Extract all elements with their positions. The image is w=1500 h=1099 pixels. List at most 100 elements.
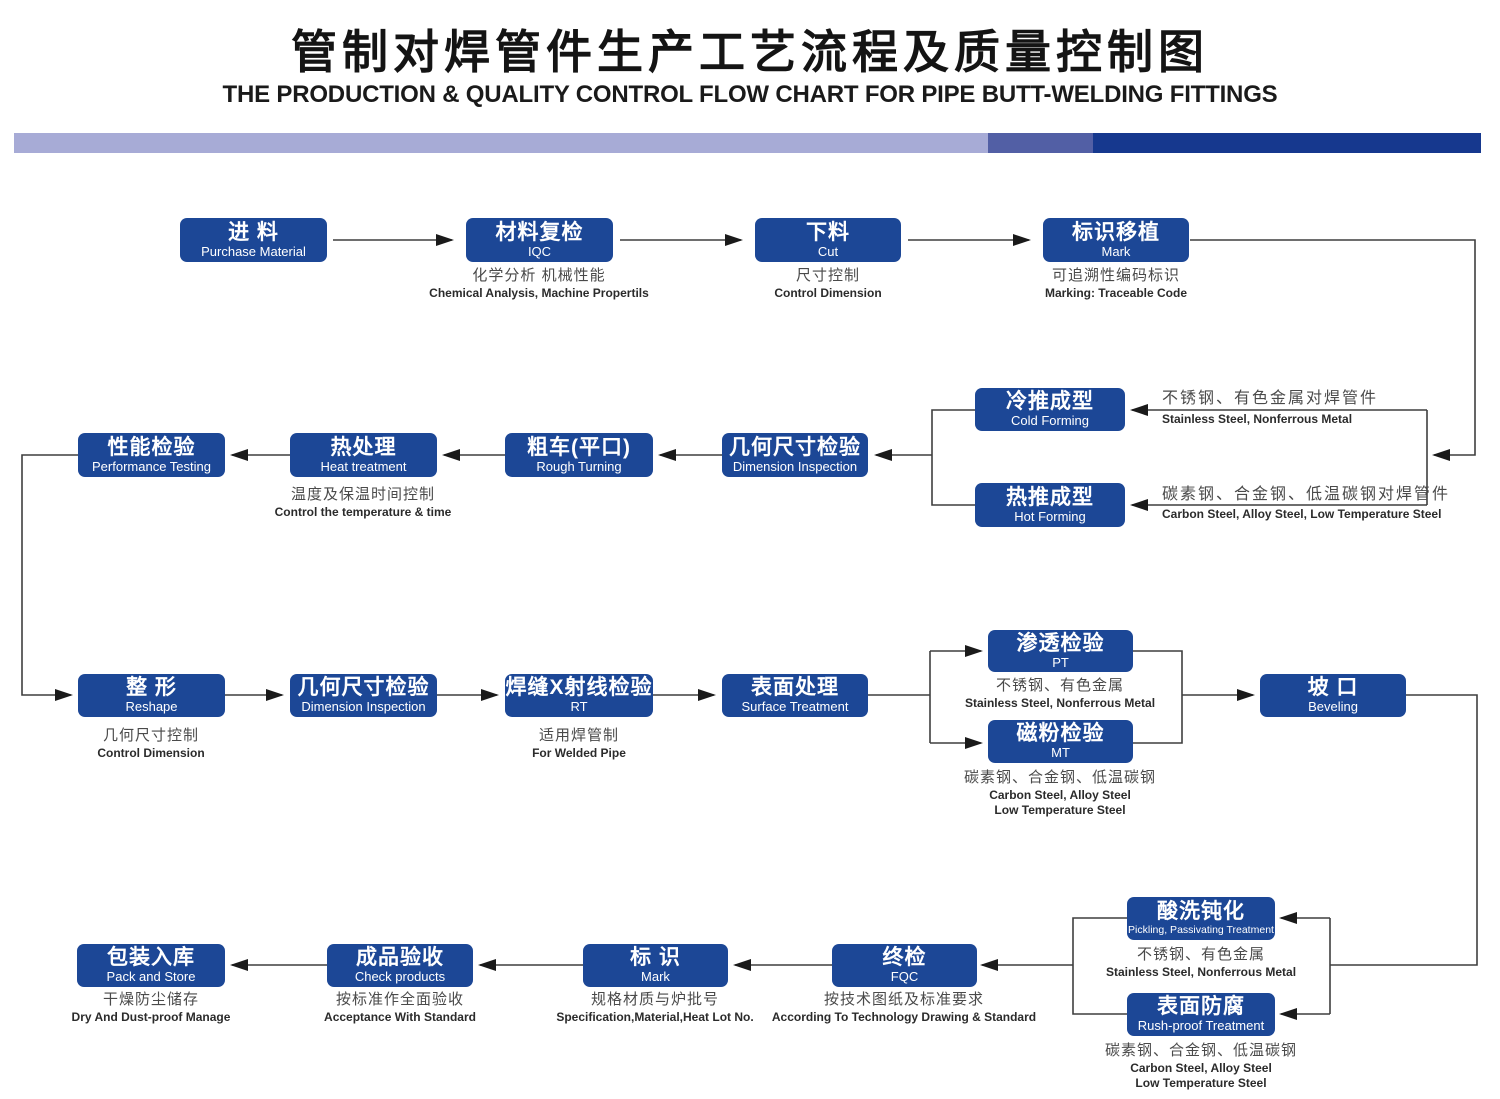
node-cold-label-en: Cold Forming — [1010, 413, 1090, 429]
node-diminsp1-label-en: Dimension Inspection — [732, 458, 858, 474]
note-mark2: 规格材质与炉批号 Specification,Material,Heat Lot… — [515, 991, 795, 1025]
node-diminsp2-label-zh: 几何尺寸检验 — [297, 676, 430, 700]
node-fqc: 终检 FQC — [832, 944, 977, 987]
node-diminsp2-label-en: Dimension Inspection — [301, 699, 426, 715]
page-title: 管制对焊管件生产工艺流程及质量控制图 — [291, 26, 1209, 78]
node-heat-label-en: Heat treatment — [320, 458, 407, 474]
node-check-label-zh: 成品验收 — [356, 946, 444, 970]
node-hot-label-zh: 热推成型 — [1006, 485, 1094, 509]
node-rough-label-zh: 粗车(平口) — [527, 435, 631, 459]
node-mark2-label-zh: 标 识 — [630, 946, 681, 970]
node-cut-label-en: Cut — [817, 243, 839, 259]
note-mark2-en: Specification,Material,Heat Lot No. — [556, 1009, 754, 1024]
node-mark1-label-zh: 标识移植 — [1072, 220, 1160, 244]
note-check-en: Acceptance With Standard — [324, 1009, 476, 1024]
node-iqc: 材料复检 IQC — [466, 218, 613, 262]
node-rustproof-label-en: Rush-proof Treatment — [1137, 1018, 1265, 1034]
node-iqc-label-zh: 材料复检 — [495, 220, 584, 244]
note-rt-en: For Welded Pipe — [532, 745, 626, 760]
node-hot-label-en: Hot Forming — [1014, 508, 1086, 524]
node-surface-label-zh: 表面处理 — [751, 676, 839, 700]
node-pickling-passivating: 酸洗钝化 Pickling, Passivating Treatment — [1127, 897, 1275, 940]
connector-beveling-to-treatment — [1329, 694, 1478, 1014]
node-pt-label-en: PT — [1052, 654, 1069, 670]
note-rt-zh: 适用焊管制 — [538, 727, 619, 744]
node-penetrant-test: 渗透检验 PT — [988, 630, 1133, 672]
note-pickling-en: Stainless Steel, Nonferrous Metal — [1105, 964, 1297, 979]
node-hot-forming: 热推成型 Hot Forming — [975, 483, 1125, 527]
node-pack-label-zh: 包装入库 — [107, 946, 195, 970]
node-performance-label-zh: 性能检验 — [107, 435, 196, 459]
node-weld-xray-rt: 焊缝X射线检验 RT — [505, 674, 653, 717]
node-mt-label-zh: 磁粉检验 — [1016, 722, 1105, 746]
note-check: 按标准作全面验收 Acceptance With Standard — [290, 991, 510, 1025]
node-mark-transplant: 标识移植 Mark — [1043, 218, 1189, 262]
header-bar-dark — [1093, 133, 1481, 153]
node-mark-final: 标 识 Mark — [583, 944, 728, 987]
node-beveling-label-en: Beveling — [1308, 699, 1358, 715]
node-dimension-inspection-2: 几何尺寸检验 Dimension Inspection — [290, 674, 437, 717]
note-rustproof-zh: 碳素钢、合金钢、低温碳钢 — [1104, 1042, 1297, 1059]
note-mark1-zh: 可追溯性编码标识 — [1051, 267, 1180, 284]
node-reshape-label-en: Reshape — [125, 699, 178, 715]
node-surface-treatment: 表面处理 Surface Treatment — [722, 674, 868, 717]
node-mark2-label-en: Mark — [641, 969, 670, 985]
node-reshape: 整 形 Reshape — [78, 674, 225, 717]
node-rustproof-treatment: 表面防腐 Rush-proof Treatment — [1127, 993, 1275, 1036]
note-rustproof: 碳素钢、合金钢、低温碳钢 Carbon Steel, Alloy Steel L… — [1076, 1042, 1326, 1091]
note-rt: 适用焊管制 For Welded Pipe — [489, 727, 669, 761]
node-surface-label-en: Surface Treatment — [741, 699, 849, 715]
header-bar-light — [14, 133, 988, 153]
note-iqc: 化学分析 机械性能 Chemical Analysis, Machine Pro… — [429, 267, 649, 301]
note-mark2-zh: 规格材质与炉批号 — [590, 991, 719, 1008]
connector-performance-to-reshape — [21, 454, 78, 701]
note-rustproof-en2: Low Temperature Steel — [1135, 1075, 1267, 1090]
note-rustproof-en: Carbon Steel, Alloy Steel — [1130, 1060, 1272, 1075]
node-heat-treatment: 热处理 Heat treatment — [290, 433, 437, 477]
node-pickling-label-zh: 酸洗钝化 — [1157, 900, 1245, 924]
note-fqc: 按技术图纸及标准要求 According To Technology Drawi… — [754, 991, 1054, 1025]
note-fqc-zh: 按技术图纸及标准要求 — [823, 991, 984, 1008]
node-pickling-label-en: Pickling, Passivating Treatment — [1128, 923, 1274, 936]
note-pickling-zh: 不锈钢、有色金属 — [1136, 946, 1265, 963]
node-purchase-material: 进 料 Purchase Material — [180, 218, 327, 262]
node-dimension-inspection-1: 几何尺寸检验 Dimension Inspection — [722, 433, 868, 477]
note-mt: 碳素钢、合金钢、低温碳钢 Carbon Steel, Alloy Steel L… — [940, 769, 1180, 818]
note-pack-zh: 干燥防尘储存 — [102, 991, 199, 1008]
note-pt-en: Stainless Steel, Nonferrous Metal — [964, 695, 1156, 710]
note-pt: 不锈钢、有色金属 Stainless Steel, Nonferrous Met… — [950, 677, 1170, 711]
node-magnetic-test: 磁粉检验 MT — [988, 720, 1133, 763]
side-note-hot-en: Carbon Steel, Alloy Steel, Low Temperatu… — [1162, 507, 1442, 521]
node-diminsp1-label-zh: 几何尺寸检验 — [729, 435, 861, 459]
node-beveling-label-zh: 坡 口 — [1307, 676, 1359, 700]
note-heat-zh: 温度及保温时间控制 — [290, 486, 435, 503]
node-cold-label-zh: 冷推成型 — [1006, 390, 1094, 414]
node-mark1-label-en: Mark — [1101, 243, 1131, 259]
node-cut: 下料 Cut — [755, 218, 901, 262]
node-purchase-label-zh: 进 料 — [228, 220, 279, 244]
note-pack-en: Dry And Dust-proof Manage — [71, 1009, 231, 1024]
node-rustproof-label-zh: 表面防腐 — [1157, 995, 1245, 1019]
node-fqc-label-en: FQC — [890, 969, 919, 985]
note-reshape-zh: 几何尺寸控制 — [102, 727, 199, 744]
connector-forming-left-bracket — [931, 409, 975, 506]
note-pickling: 不锈钢、有色金属 Stainless Steel, Nonferrous Met… — [1076, 946, 1326, 980]
node-pt-label-zh: 渗透检验 — [1016, 631, 1105, 655]
note-mark1: 可追溯性编码标识 Marking: Traceable Code — [1010, 267, 1222, 301]
side-note-cold-en: Stainless Steel, Nonferrous Metal — [1162, 412, 1353, 426]
node-purchase-label-en: Purchase Material — [201, 243, 306, 259]
node-rt-label-zh: 焊缝X射线检验 — [505, 676, 653, 700]
side-note-cold-zh: 不锈钢、有色金属对焊管件 — [1162, 390, 1379, 407]
note-mt-zh: 碳素钢、合金钢、低温碳钢 — [963, 769, 1156, 786]
header-bar-mid — [988, 133, 1093, 153]
node-reshape-label-zh: 整 形 — [126, 676, 177, 700]
node-mt-label-en: MT — [1051, 745, 1070, 761]
note-cut: 尺寸控制 Control Dimension — [748, 267, 908, 301]
node-check-products: 成品验收 Check products — [327, 944, 473, 987]
node-rough-turning: 粗车(平口) Rough Turning — [505, 433, 653, 477]
note-check-zh: 按标准作全面验收 — [335, 991, 464, 1008]
node-performance-label-en: Performance Testing — [92, 458, 211, 474]
node-cut-label-zh: 下料 — [806, 220, 850, 244]
